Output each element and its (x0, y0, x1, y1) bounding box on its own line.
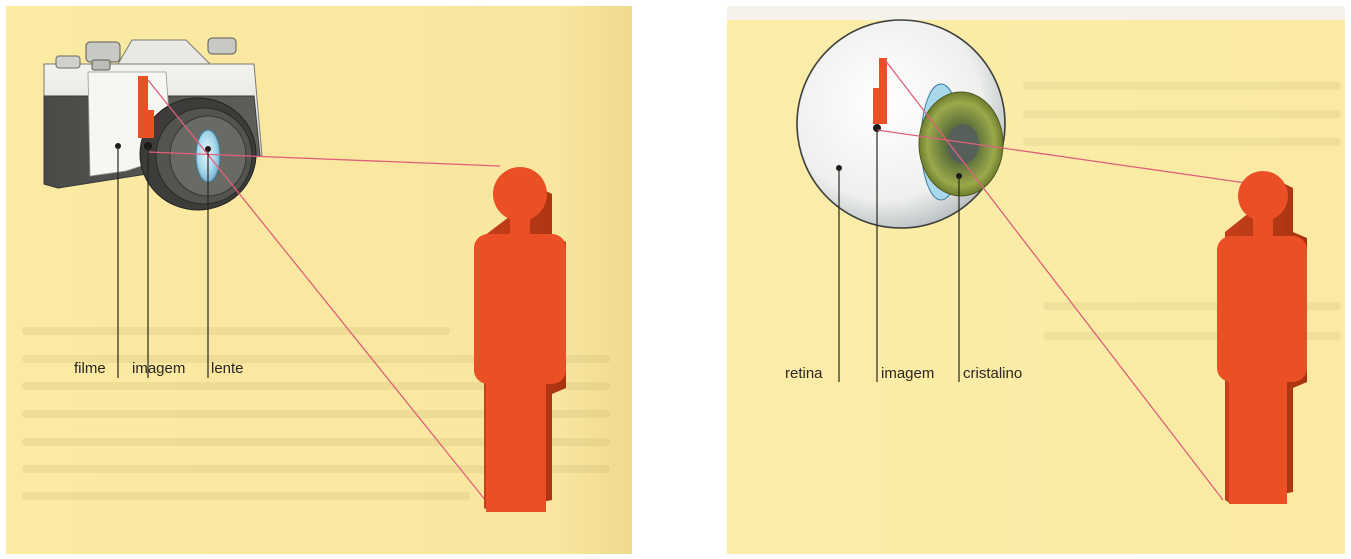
eye-diagram-panel: retina imagem cristalino (727, 6, 1345, 554)
camera-subject-figure (474, 167, 566, 512)
camera-diagram-svg (6, 6, 632, 554)
eyeball-illustration (797, 20, 1005, 228)
label-retina: retina (785, 366, 823, 381)
label-eye-image: imagem (881, 366, 934, 381)
page-top-strip (727, 6, 1345, 20)
camera-illustration (44, 38, 262, 210)
label-lens: lente (211, 361, 244, 376)
eye-subject-figure (1217, 171, 1307, 504)
eye-diagram-svg (727, 6, 1345, 554)
camera-diagram-panel: filme imagem lente (6, 6, 632, 554)
label-camera-image: imagem (132, 361, 185, 376)
label-crystalline-lens: cristalino (963, 366, 1022, 381)
label-film: filme (74, 361, 106, 376)
